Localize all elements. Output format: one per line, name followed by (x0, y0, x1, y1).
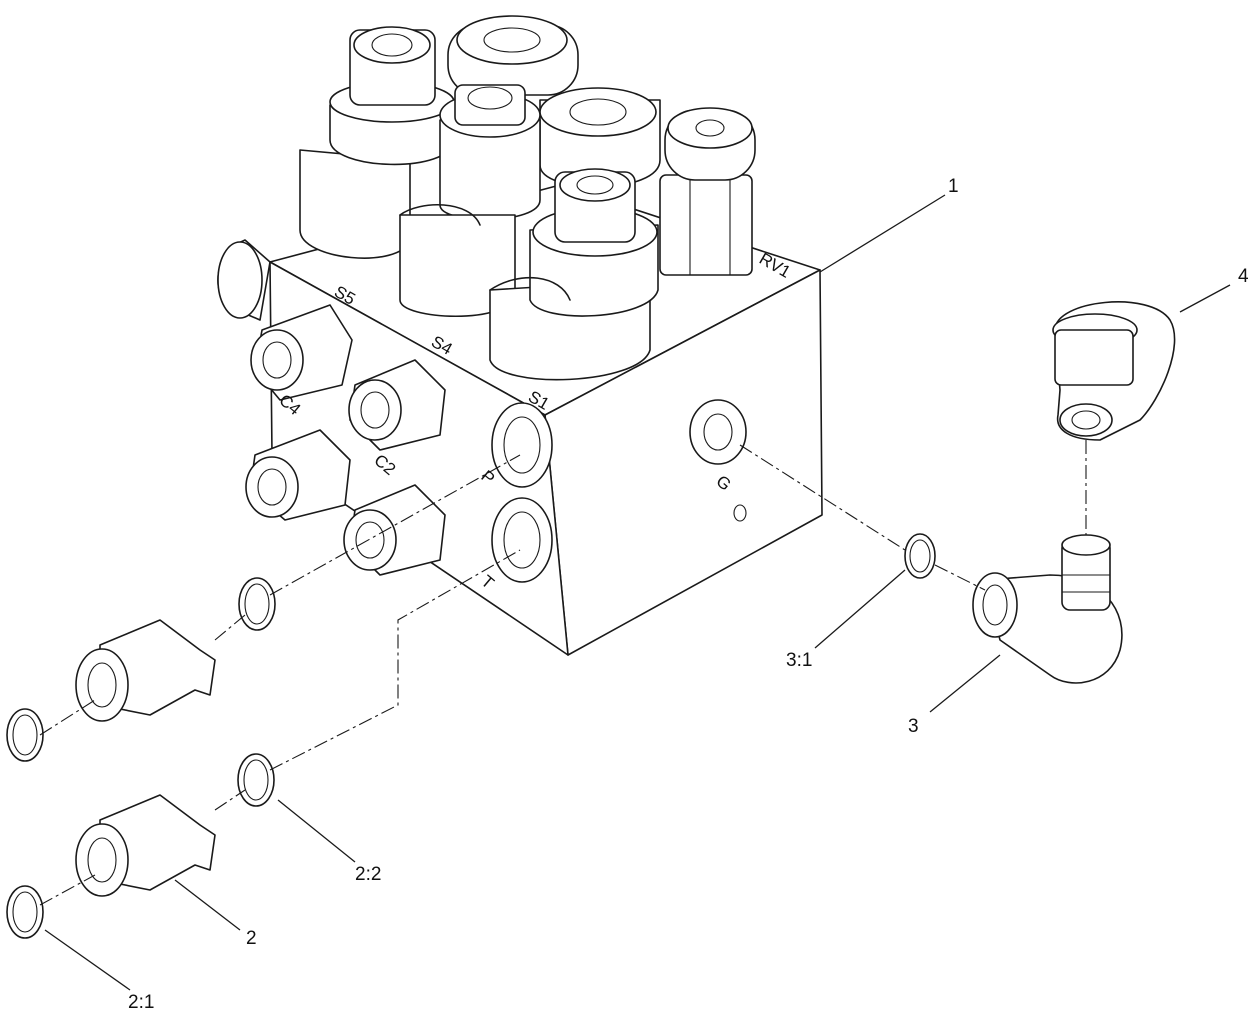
port-t (491, 497, 553, 583)
callout-group: 1 4 3:1 3 2:2 2 2:1 (128, 176, 1249, 1013)
o-ring-left-upper (6, 708, 44, 762)
leader-lines (44, 194, 1231, 991)
port-p (491, 402, 553, 488)
callout-3-1: 3:1 (786, 650, 812, 671)
cartridge-valves (299, 15, 756, 381)
port-fittings (245, 304, 747, 583)
fitting-c4-upper (250, 304, 353, 401)
o-ring-upper (238, 577, 276, 631)
fitting-c2-lower (343, 484, 446, 576)
callout-2-1: 2:1 (128, 992, 154, 1013)
fitting-c4-lower (245, 429, 351, 521)
callout-3: 3 (908, 716, 919, 737)
o-ring-2-1 (6, 885, 44, 939)
adapter-fitting-upper (75, 619, 216, 722)
fitting-c2-upper (348, 359, 446, 451)
assembly-centerlines (39, 440, 1087, 906)
callout-2: 2 (246, 928, 257, 949)
elbow-fitting-3 (972, 534, 1123, 684)
o-ring-2-2 (237, 753, 275, 807)
callout-1: 1 (948, 176, 959, 197)
exploded-parts (6, 301, 1176, 939)
callout-4: 4 (1238, 266, 1249, 287)
callout-2-2: 2:2 (355, 864, 381, 885)
port-g (689, 399, 747, 465)
adapter-fitting-2 (75, 794, 216, 897)
dust-cap-4 (1052, 301, 1176, 441)
